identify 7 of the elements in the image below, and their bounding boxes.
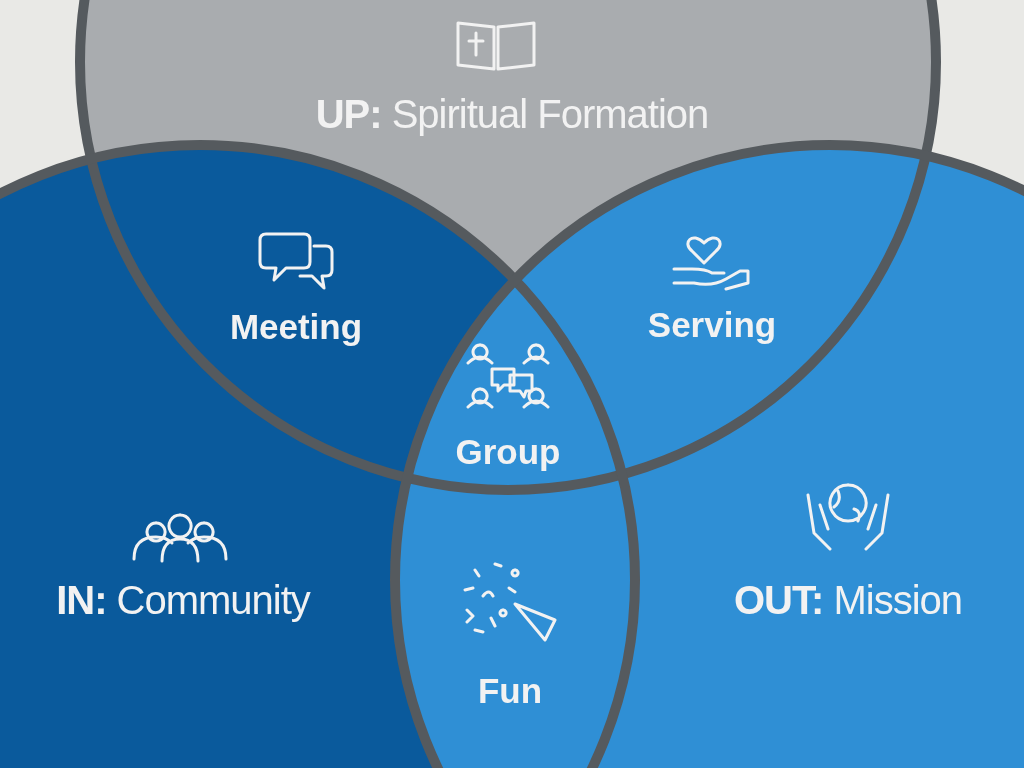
- region-label: Meeting: [229, 308, 363, 347]
- region-label: UP: Spiritual Formation: [315, 92, 709, 136]
- region-label: OUT: Mission: [734, 578, 962, 622]
- region-label: IN: Community: [56, 578, 310, 622]
- region-label: Serving: [647, 306, 777, 345]
- region-label: Group: [455, 433, 561, 472]
- region-label: Fun: [477, 672, 543, 711]
